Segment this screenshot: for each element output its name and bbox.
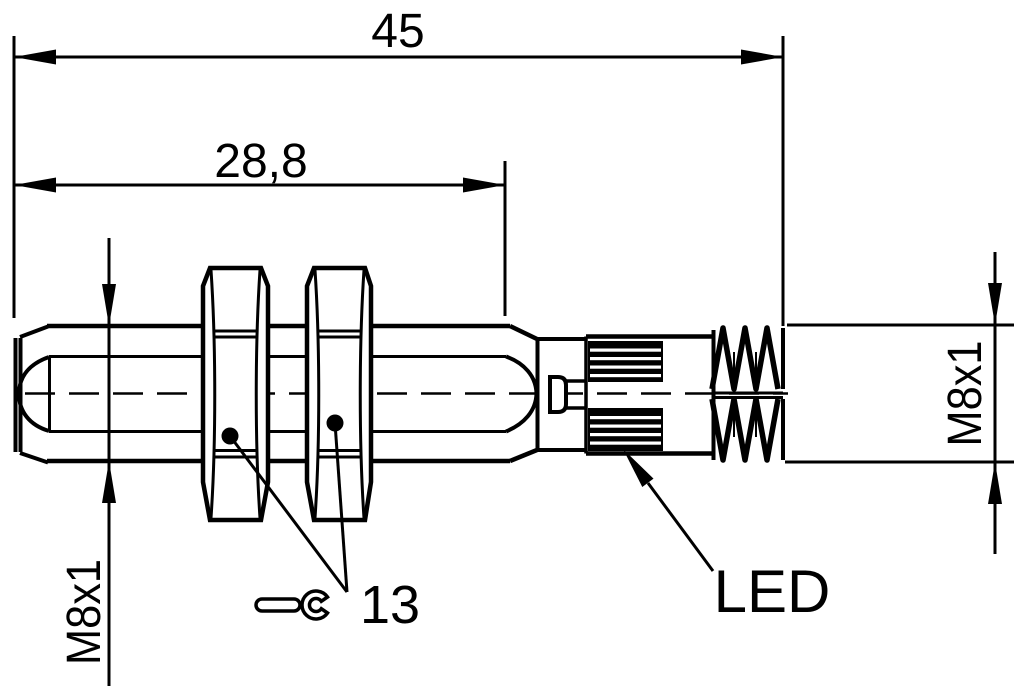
led-stripe bbox=[590, 433, 661, 437]
neck-transition bbox=[505, 323, 586, 464]
face-dome-arc bbox=[16, 355, 50, 433]
arrowhead-down bbox=[988, 283, 1002, 325]
rear-thread-label: M8x1 bbox=[939, 341, 992, 447]
sensing-face bbox=[13, 324, 51, 465]
connector-thread bbox=[709, 325, 785, 463]
cone-bottom-taper bbox=[509, 447, 538, 464]
face-bottom-chamfer bbox=[19, 451, 49, 465]
hex-nut-1-facet-left bbox=[209, 269, 217, 519]
dimension-rear-thread: M8x1 bbox=[785, 252, 1014, 554]
wrench-size-callout: 13 bbox=[228, 422, 420, 635]
hex-nut-1 bbox=[200, 265, 271, 523]
face-top-chamfer bbox=[19, 324, 49, 339]
thread-lower-profile bbox=[709, 396, 781, 463]
internal-dome-arc bbox=[505, 354, 539, 434]
led-leader-arrowhead bbox=[623, 449, 654, 487]
led-callout: LED bbox=[623, 449, 830, 625]
arrowhead-right bbox=[741, 49, 783, 65]
led-stripe bbox=[590, 374, 661, 378]
led-stripe bbox=[590, 416, 661, 420]
thread-hatch-lines bbox=[733, 352, 757, 437]
dimension-housing-length: 28,8 bbox=[14, 135, 507, 316]
sensor-part bbox=[13, 265, 788, 523]
led-stripe bbox=[590, 441, 661, 445]
hex-nut-2-chamfer-lines bbox=[318, 329, 362, 459]
thread-upper-profile bbox=[709, 325, 781, 392]
arrowhead-down bbox=[102, 284, 116, 326]
led-leader-line bbox=[646, 482, 715, 572]
housing-length-label: 28,8 bbox=[214, 135, 307, 188]
led-stripe bbox=[590, 365, 661, 369]
arrowhead-up bbox=[988, 462, 1002, 504]
wrench-size-label: 13 bbox=[360, 575, 420, 635]
led-label: LED bbox=[714, 558, 831, 625]
arrowhead-left bbox=[14, 177, 56, 193]
led-stripe bbox=[590, 357, 661, 361]
hex-nut-1-chamfer-lines bbox=[214, 329, 258, 459]
arrowhead-up bbox=[102, 461, 116, 503]
led-window-top bbox=[588, 341, 663, 382]
overall-length-label: 45 bbox=[371, 5, 424, 58]
hex-nut-2-facet-left bbox=[313, 269, 321, 519]
dimension-front-thread: M8x1 bbox=[58, 238, 116, 686]
front-thread-label: M8x1 bbox=[58, 559, 111, 665]
barrel bbox=[47, 323, 510, 464]
hex-nut-2-facet-right bbox=[358, 269, 366, 519]
cone-top-taper bbox=[509, 323, 538, 342]
wrench-handle bbox=[254, 597, 302, 613]
leader-line-nut-2 bbox=[333, 422, 349, 593]
dimension-overall-length: 45 bbox=[12, 5, 785, 326]
wrench-head bbox=[300, 589, 330, 621]
wrench-icon bbox=[254, 589, 330, 621]
hex-nut-2 bbox=[304, 265, 374, 523]
clip-stub bbox=[548, 375, 568, 414]
arrowhead-right bbox=[463, 177, 505, 193]
led-stripe bbox=[590, 424, 661, 428]
hex-nut-1-facet-right bbox=[254, 269, 262, 519]
led-stripe bbox=[590, 348, 661, 352]
leader-line-nut-1 bbox=[228, 435, 349, 593]
connector-housing bbox=[584, 334, 714, 456]
arrowhead-left bbox=[14, 49, 56, 65]
led-window-bottom bbox=[588, 408, 663, 451]
